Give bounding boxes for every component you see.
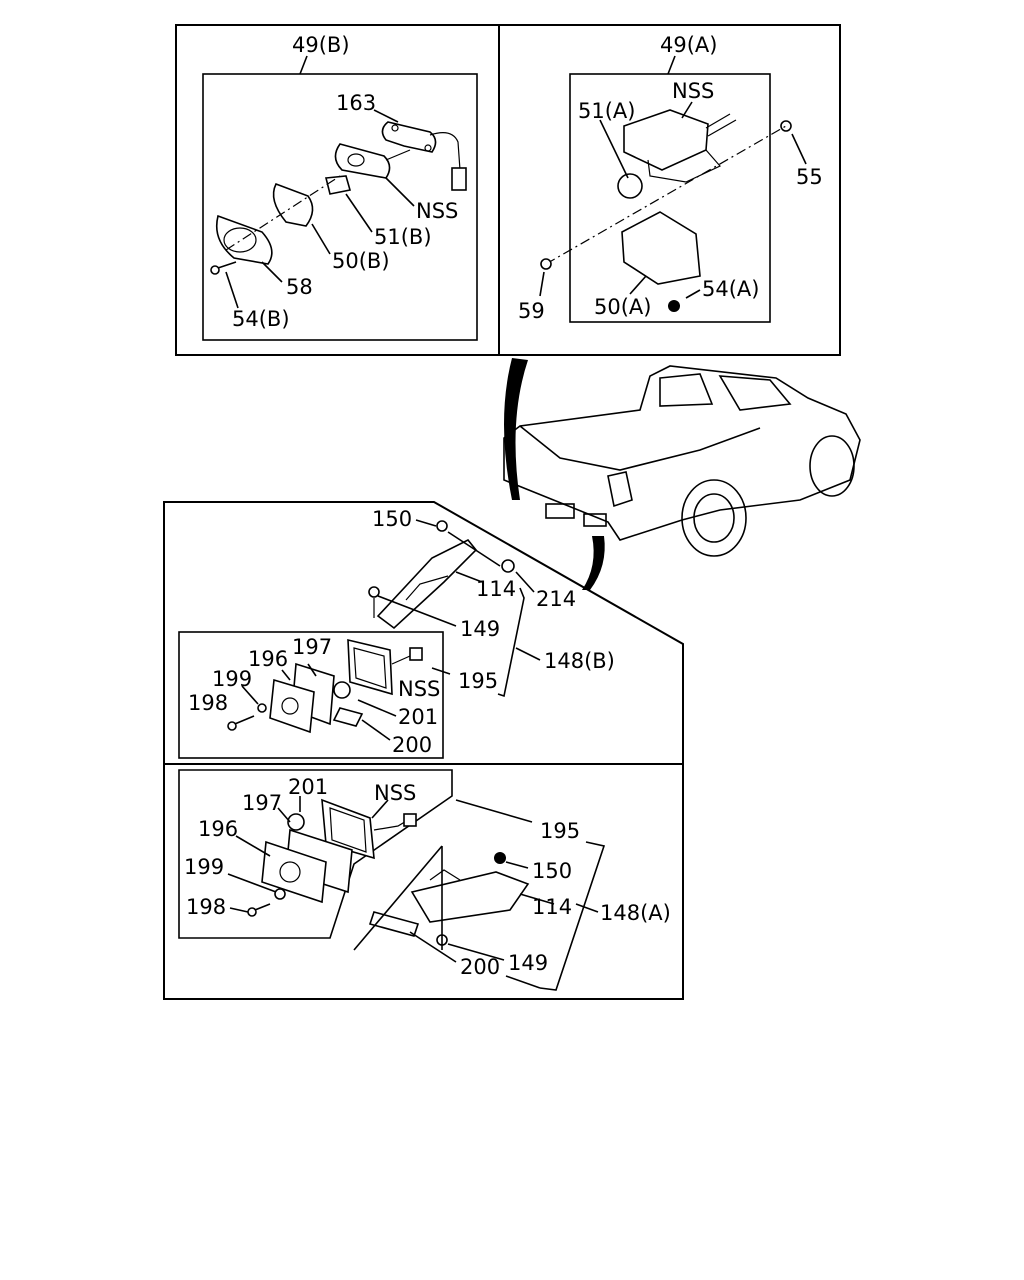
label-163: 163 bbox=[336, 91, 376, 115]
label-nss-mid: NSS bbox=[398, 677, 440, 701]
label-198-bot: 198 bbox=[186, 895, 226, 919]
label-49b: 49(B) bbox=[292, 33, 350, 57]
label-201-bot: 201 bbox=[288, 775, 328, 799]
label-148b: 148(B) bbox=[544, 649, 615, 673]
label-198-mid: 198 bbox=[188, 691, 228, 715]
marker-lamp-b-assembly bbox=[227, 519, 541, 741]
label-195-bot: 195 bbox=[540, 819, 580, 843]
marker-lamp-a-assembly bbox=[227, 796, 606, 991]
label-58: 58 bbox=[286, 275, 313, 299]
label-114-mid: 114 bbox=[476, 577, 516, 601]
label-148a: 148(A) bbox=[600, 901, 671, 925]
label-195-mid: 195 bbox=[458, 669, 498, 693]
label-54a: 54(A) bbox=[702, 277, 759, 301]
label-150-mid: 150 bbox=[372, 507, 412, 531]
label-55: 55 bbox=[796, 165, 823, 189]
label-196-bot: 196 bbox=[198, 817, 238, 841]
label-nss-bot: NSS bbox=[374, 781, 416, 805]
label-196-mid: 196 bbox=[248, 647, 288, 671]
label-197-mid: 197 bbox=[292, 635, 332, 659]
label-197-bot: 197 bbox=[242, 791, 282, 815]
pickup-truck-illustration bbox=[503, 358, 861, 590]
label-50b: 50(B) bbox=[332, 249, 390, 273]
label-49a: 49(A) bbox=[660, 33, 717, 57]
lower-panel-frame bbox=[163, 501, 684, 1000]
label-199-bot: 199 bbox=[184, 855, 224, 879]
label-nss-top-left: NSS bbox=[416, 199, 458, 223]
license-lamp-a-assembly bbox=[539, 101, 807, 312]
callout-labels: 49(B) 49(A) 163 NSS 51(B) 50(B) 58 54(B)… bbox=[184, 33, 823, 979]
label-201-mid: 201 bbox=[398, 705, 438, 729]
label-54b: 54(B) bbox=[232, 307, 290, 331]
label-51a: 51(A) bbox=[578, 99, 635, 123]
label-nss-top-right: NSS bbox=[672, 79, 714, 103]
label-214: 214 bbox=[536, 587, 576, 611]
label-150-bot: 150 bbox=[532, 859, 572, 883]
label-200-mid: 200 bbox=[392, 733, 432, 757]
label-199-mid: 199 bbox=[212, 667, 252, 691]
label-50a: 50(A) bbox=[594, 295, 651, 319]
top-panel-frame bbox=[175, 24, 841, 356]
label-149-mid: 149 bbox=[460, 617, 500, 641]
label-114-bot: 114 bbox=[532, 895, 572, 919]
label-149-bot: 149 bbox=[508, 951, 548, 975]
label-59: 59 bbox=[518, 299, 545, 323]
label-200-bot: 200 bbox=[460, 955, 500, 979]
label-51b: 51(B) bbox=[374, 225, 432, 249]
license-lamp-b-assembly bbox=[210, 109, 467, 309]
